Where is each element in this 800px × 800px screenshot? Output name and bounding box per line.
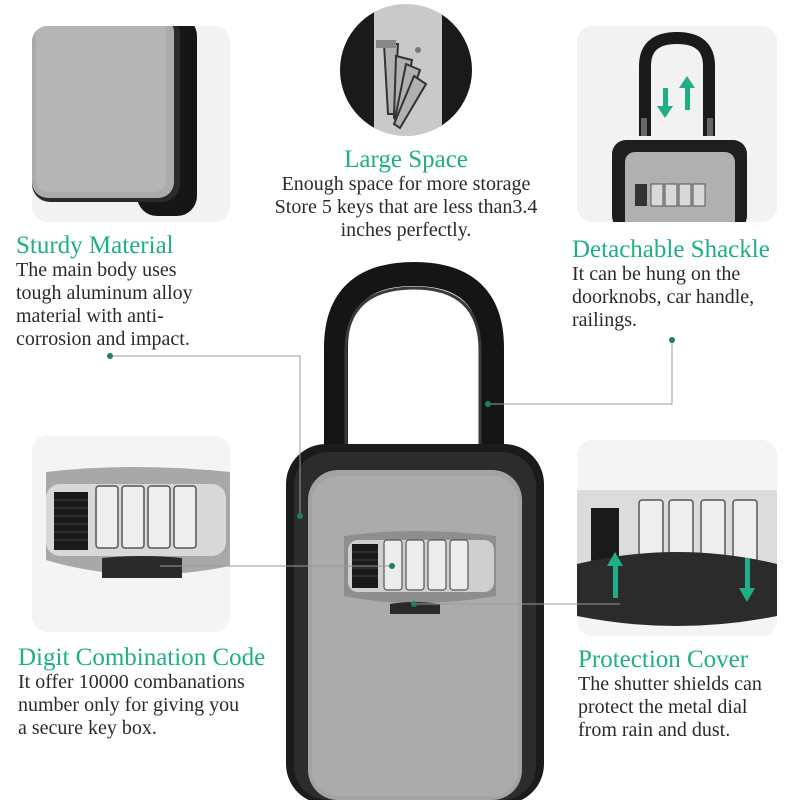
digit-combination-line-1: It offer 10000 combanations [18,671,245,693]
sturdy-material-line-2: tough aluminum alloy [16,282,193,304]
protection-cover-text: Protection Cover The shutter shields can… [578,646,798,742]
up-down-arrows-icon [657,76,695,118]
key-lock-box-product [280,258,550,800]
digit-combination-line-2: number only for giving you [18,694,240,716]
digit-combination-line-3: a secure key box. [18,717,157,739]
up-arrow-icon [607,552,623,598]
protection-cover-line-3: from rain and dust. [578,719,731,741]
large-space-line-3: inches perfectly. [340,219,472,241]
large-space-photo [340,4,472,136]
sturdy-material-line-3: material with anti- [16,305,164,327]
key-icon [382,43,428,130]
detachable-shackle-line-2: doorknobs, car handle, [572,286,755,308]
combination-dial-photo [32,436,230,632]
protection-cover-line-1: The shutter shields can [578,673,762,695]
protection-cover-title: Protection Cover [578,646,749,673]
digit-combination-text: Digit Combination Code It offer 10000 co… [18,644,298,740]
detachable-shackle-text: Detachable Shackle It can be hung on the… [572,236,796,332]
digit-combination-title: Digit Combination Code [18,644,266,671]
sturdy-material-line-4: corrosion and impact. [16,328,190,350]
protection-cover-line-2: protect the metal dial [578,696,748,718]
detachable-shackle-photo [577,26,777,222]
sturdy-material-title: Sturdy Material [16,232,174,259]
sturdy-material-photo [32,26,230,222]
large-space-line-2: Store 5 keys that are less than3.4 [274,196,538,218]
large-space-title: Large Space [344,146,468,173]
protection-cover-photo [577,440,777,636]
down-arrow-icon [739,558,755,602]
detachable-shackle-title: Detachable Shackle [572,236,770,263]
detachable-shackle-line-1: It can be hung on the [572,263,741,285]
detachable-shackle-line-3: railings. [572,309,637,331]
large-space-line-1: Enough space for more storage [281,173,531,195]
sturdy-material-line-1: The main body uses [16,259,177,281]
sturdy-material-text: Sturdy Material The main body uses tough… [16,232,256,351]
large-space-text: Large Space Enough space for more storag… [250,146,562,242]
